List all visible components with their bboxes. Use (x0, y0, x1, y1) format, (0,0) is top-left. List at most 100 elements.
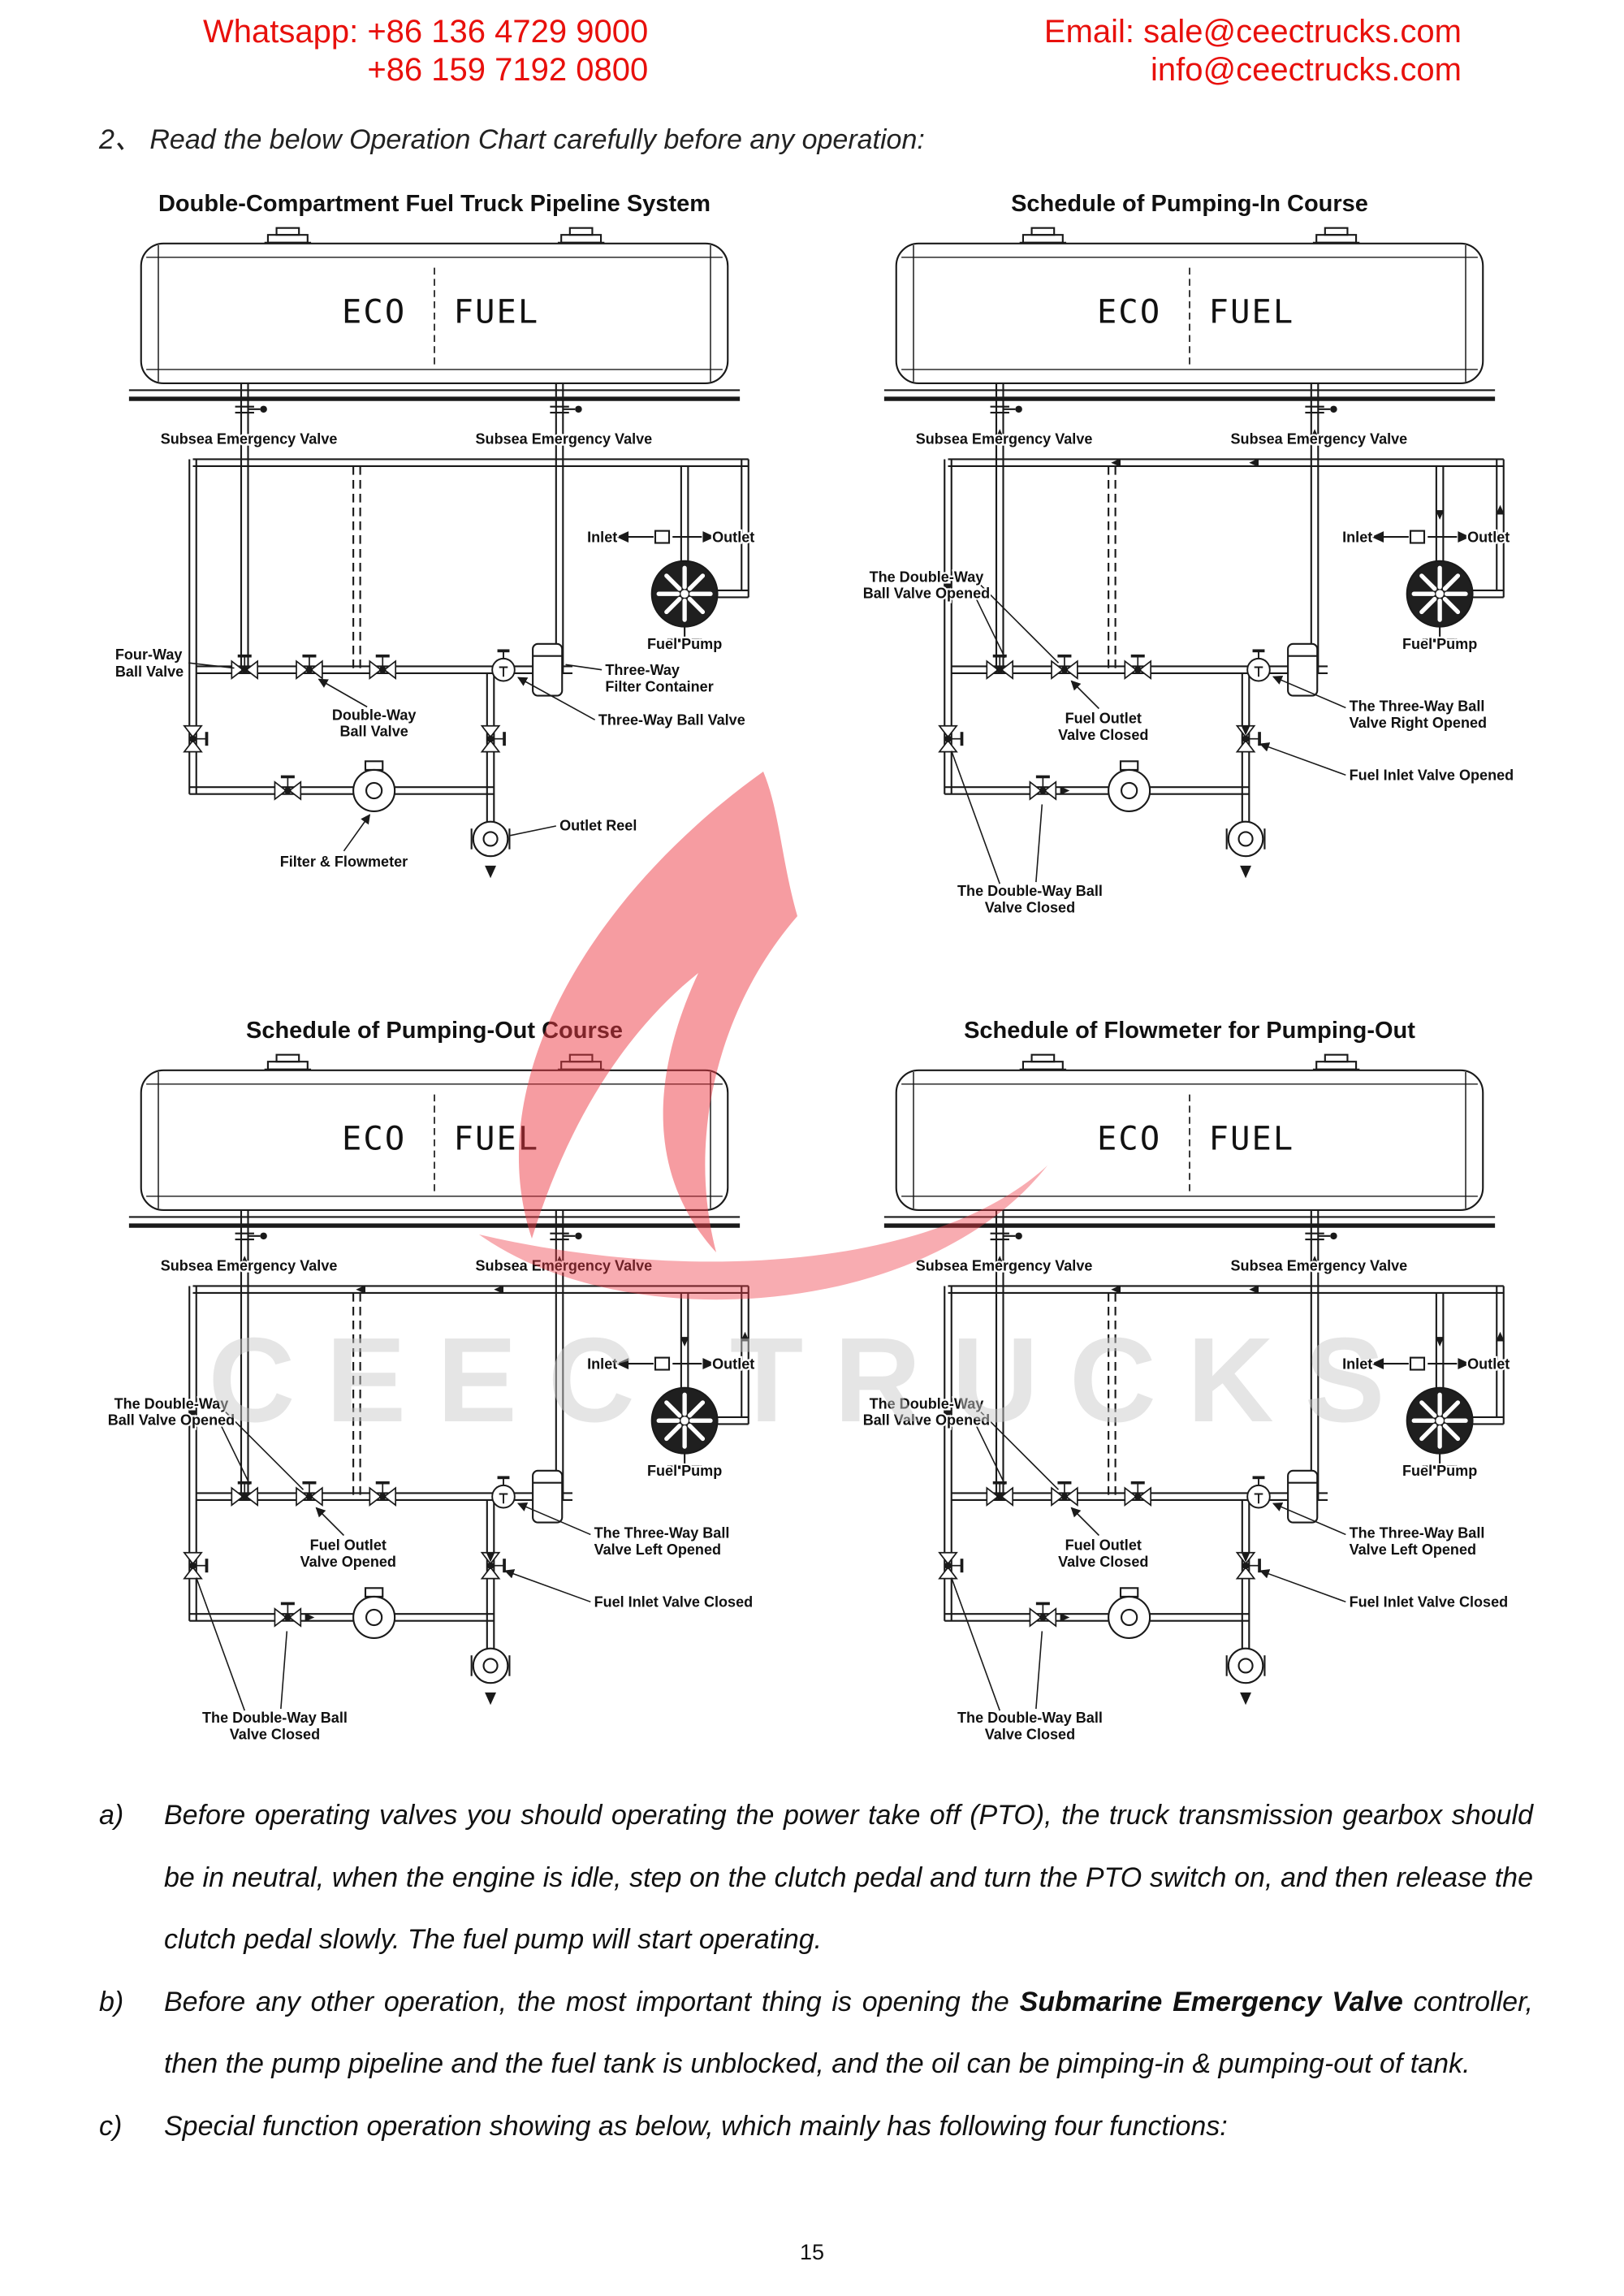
label-fuel-outlet-1: Fuel Outlet (1065, 711, 1142, 727)
label-dw-opened-2: Ball Valve Opened (863, 1412, 990, 1429)
label-dw-opened-2: Ball Valve Opened (863, 586, 990, 602)
paragraph-b-text: Before any other operation, the most imp… (164, 1971, 1533, 2095)
diagram3-svg: ECO FUEL Subsea Emergency Valve Subsea E… (106, 1048, 757, 1745)
whatsapp-line2: +86 159 7192 0800 (367, 52, 649, 89)
label-fuel-outlet-2: Valve Closed (1058, 1554, 1148, 1570)
paragraph-c: c) Special function operation showing as… (99, 2095, 1533, 2158)
label-dw-closed-2: Valve Closed (985, 900, 1075, 916)
tank-text-fuel: FUEL (454, 1120, 540, 1158)
label-fuel-outlet-2: Valve Opened (300, 1554, 396, 1570)
paragraph-a-label: a) (99, 1800, 124, 1831)
label-dw-opened-1: The Double-Way (870, 1396, 984, 1412)
instruction-paragraphs: a) Before operating valves you should op… (99, 1784, 1533, 2157)
diagram2-labels: ECO FUEL Subsea Emergency Valve Subsea E… (862, 292, 1516, 918)
leader-lines (952, 1412, 1346, 1711)
label-subsea-right: Subsea Emergency Valve (1231, 431, 1408, 448)
label-three-way-2: Valve Left Opened (594, 1541, 721, 1558)
label-three-way-filter-1: Three-Way (605, 662, 680, 678)
email-line1: Email: sale@ceectrucks.com (1043, 14, 1462, 50)
label-fuel-inlet: Fuel Inlet Valve Closed (1350, 1594, 1509, 1611)
diagram-grid: Double-Compartment Fuel Truck Pipeline S… (0, 191, 1624, 1747)
tank-text-eco: ECO (342, 1120, 406, 1158)
label-four-way-2: Ball Valve (115, 664, 184, 681)
label-inlet: Inlet (587, 530, 617, 546)
label-fuel-pump: Fuel Pump (647, 637, 722, 653)
whatsapp-block: Whatsapp: +86 136 4729 9000 +86 159 7192… (203, 13, 648, 89)
label-three-way-filter-2: Filter Container (605, 679, 713, 695)
diagram1-title: Double-Compartment Fuel Truck Pipeline S… (158, 191, 711, 218)
label-double-way-1: Double-Way (332, 707, 417, 724)
label-outlet: Outlet (1467, 530, 1510, 546)
label-fuel-outlet-1: Fuel Outlet (1065, 1537, 1142, 1554)
label-subsea-right: Subsea Emergency Valve (1231, 1258, 1408, 1274)
label-three-way-1: The Three-Way Ball (1350, 698, 1485, 715)
label-fuel-pump: Fuel Pump (647, 1464, 722, 1480)
tank-text-fuel: FUEL (1209, 293, 1295, 331)
label-dw-opened-1: The Double-Way (870, 569, 984, 586)
diagram4-labels: ECO FUEL Subsea Emergency Valve Subsea E… (862, 1118, 1512, 1745)
label-dw-closed-1: The Double-Way Ball (957, 883, 1103, 899)
label-outlet: Outlet (1467, 1356, 1510, 1373)
submarine-emergency-valve-term: Submarine Emergency Valve (1019, 1986, 1403, 2017)
label-three-way-1: The Three-Way Ball (594, 1525, 730, 1541)
diagram-pumping-out: Schedule of Pumping-Out Course ECO FUEL … (89, 1018, 780, 1747)
diagram-pumping-in: Schedule of Pumping-In Course ECO FUEL S… (844, 191, 1535, 920)
label-subsea-left: Subsea Emergency Valve (916, 431, 1093, 448)
label-inlet: Inlet (1342, 1356, 1372, 1373)
diagram2-title: Schedule of Pumping-In Course (1011, 191, 1368, 218)
whatsapp-line1: Whatsapp: +86 136 4729 9000 (203, 14, 649, 50)
label-outlet-reel: Outlet Reel (559, 818, 637, 834)
paragraph-b-label: b) (99, 1986, 124, 2017)
paragraph-b-pre: Before any other operation, the most imp… (164, 1986, 1020, 2017)
label-filter-flowmeter: Filter & Flowmeter (280, 854, 408, 870)
label-fuel-inlet: Fuel Inlet Valve Opened (1350, 767, 1514, 784)
intro-line: 2、 Read the below Operation Chart carefu… (99, 124, 925, 156)
label-dw-closed-1: The Double-Way Ball (202, 1710, 348, 1726)
label-fuel-outlet-2: Valve Closed (1058, 727, 1148, 743)
diagram2-svg: ECO FUEL Subsea Emergency Valve Subsea E… (862, 221, 1516, 918)
paragraph-c-text: Special function operation showing as be… (164, 2110, 1228, 2142)
email-line2: info@ceectrucks.com (1151, 52, 1462, 89)
label-three-way-2: Valve Left Opened (1350, 1541, 1476, 1558)
email-block: Email: sale@ceectrucks.com info@ceectruc… (1044, 13, 1462, 89)
label-dw-closed-1: The Double-Way Ball (957, 1710, 1103, 1726)
tank-text-fuel: FUEL (1209, 1120, 1295, 1158)
label-double-way-2: Ball Valve (339, 724, 408, 740)
diagram4-title: Schedule of Flowmeter for Pumping-Out (964, 1018, 1415, 1044)
tank-text-eco: ECO (1097, 1120, 1161, 1158)
label-subsea-right: Subsea Emergency Valve (476, 1258, 653, 1274)
pipeline-geometry (129, 228, 749, 876)
label-fuel-outlet-1: Fuel Outlet (310, 1537, 387, 1554)
label-outlet: Outlet (712, 530, 754, 546)
diagram1-svg: ECO FUEL Subsea Emergency Valve Subsea E… (114, 221, 756, 920)
label-inlet: Inlet (1342, 530, 1372, 546)
diagram3-title: Schedule of Pumping-Out Course (245, 1018, 623, 1044)
leader-lines (952, 586, 1346, 884)
diagram3-labels: ECO FUEL Subsea Emergency Valve Subsea E… (106, 1118, 757, 1745)
label-dw-opened-1: The Double-Way (114, 1396, 229, 1412)
label-three-way-ball: Three-Way Ball Valve (598, 712, 745, 729)
page-number: 15 (799, 2240, 825, 2264)
label-fuel-inlet: Fuel Inlet Valve Closed (594, 1594, 754, 1611)
label-outlet: Outlet (712, 1356, 754, 1373)
label-fuel-pump: Fuel Pump (1402, 637, 1477, 653)
label-dw-opened-2: Ball Valve Opened (108, 1412, 235, 1429)
paragraph-c-label: c) (99, 2110, 123, 2142)
label-four-way-1: Four-Way (115, 646, 183, 663)
tank-text-eco: ECO (342, 293, 406, 331)
paragraph-b: b) Before any other operation, the most … (99, 1971, 1533, 2095)
label-fuel-pump: Fuel Pump (1402, 1464, 1477, 1480)
label-subsea-left: Subsea Emergency Valve (916, 1258, 1093, 1274)
label-three-way-2: Valve Right Opened (1350, 715, 1487, 731)
label-dw-closed-2: Valve Closed (230, 1727, 320, 1743)
label-three-way-1: The Three-Way Ball (1350, 1525, 1485, 1541)
contact-header: Whatsapp: +86 136 4729 9000 +86 159 7192… (0, 0, 1624, 89)
label-subsea-left: Subsea Emergency Valve (161, 1258, 338, 1274)
paragraph-a: a) Before operating valves you should op… (99, 1784, 1533, 1971)
label-subsea-left: Subsea Emergency Valve (161, 431, 338, 448)
paragraph-b-post: controller, then the pump pipeline and t… (164, 1986, 1533, 2080)
label-subsea-right: Subsea Emergency Valve (476, 431, 653, 448)
label-dw-closed-2: Valve Closed (985, 1727, 1075, 1743)
tank-text-fuel: FUEL (454, 293, 540, 331)
label-inlet: Inlet (587, 1356, 617, 1373)
